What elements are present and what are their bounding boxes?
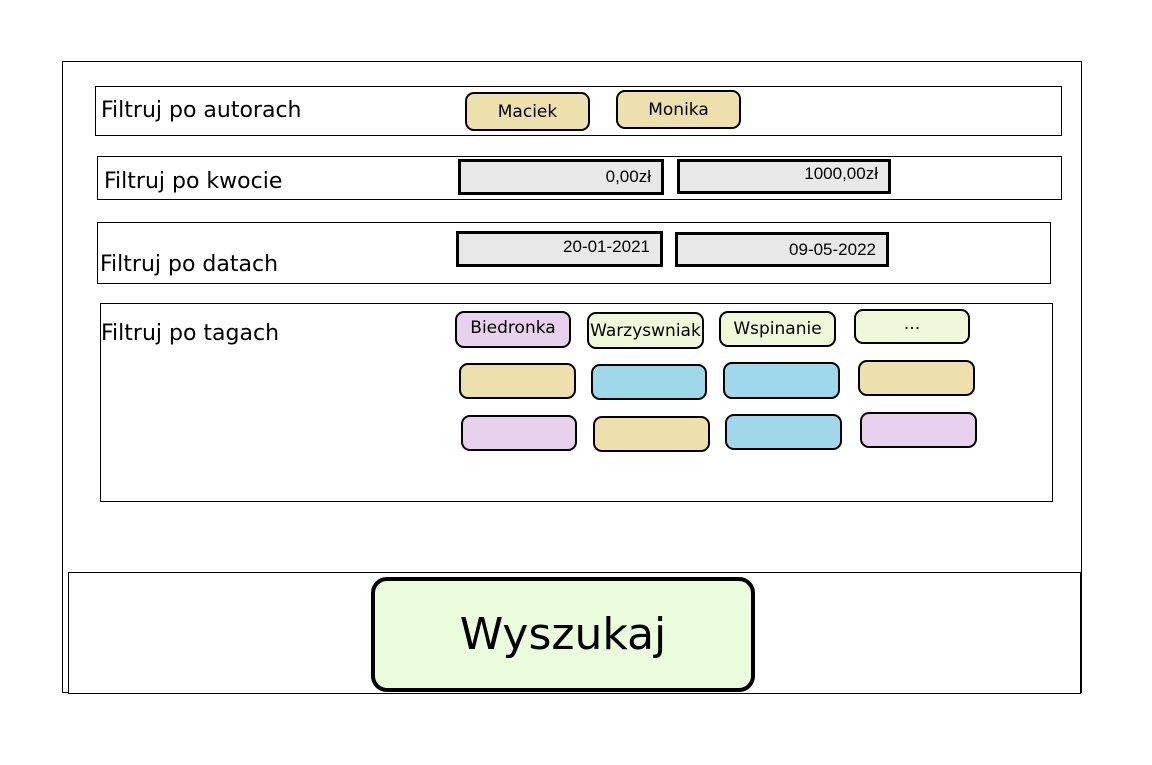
authors-filter-label: Filtruj po autorach (101, 98, 302, 123)
tag-chip[interactable] (723, 362, 840, 399)
tag-chip[interactable]: Biedronka (455, 311, 571, 348)
date-to-input[interactable] (675, 232, 889, 267)
tag-chip[interactable] (725, 414, 842, 450)
tag-chip[interactable]: Warzyswniak (587, 312, 704, 349)
tag-chip[interactable] (461, 415, 577, 451)
tags-filter-label: Filtruj po tagach (101, 321, 280, 346)
tag-chip[interactable] (858, 360, 975, 396)
tag-chip[interactable]: ... (854, 309, 970, 344)
search-button[interactable]: Wyszukaj (371, 577, 755, 692)
dates-filter-label: Filtruj po datach (100, 252, 279, 277)
author-chip-monika[interactable]: Monika (616, 90, 741, 129)
tag-chip[interactable] (591, 364, 707, 400)
amount-max-input[interactable] (677, 159, 891, 194)
author-chip-maciek[interactable]: Maciek (465, 92, 590, 131)
tag-chip[interactable]: Wspinanie (719, 311, 836, 347)
amount-filter-label: Filtruj po kwocie (104, 169, 283, 194)
amount-min-input[interactable] (458, 159, 664, 195)
tag-chip[interactable] (459, 363, 576, 399)
tag-chip[interactable] (860, 412, 977, 448)
date-from-input[interactable] (456, 231, 663, 267)
tag-chip[interactable] (593, 416, 710, 452)
